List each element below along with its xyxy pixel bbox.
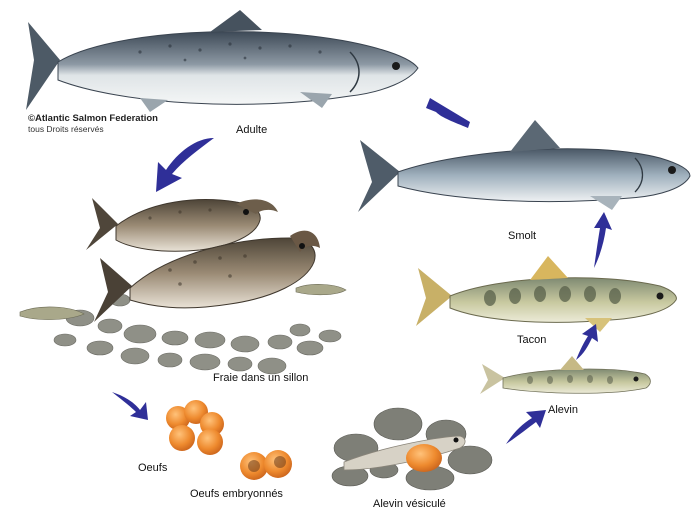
copyright-credit: ©Atlantic Salmon Federation tous Droits … — [28, 113, 158, 134]
cycle-arrow-icon-sacfry-to-fry — [506, 410, 546, 444]
adult-tail-icon — [26, 22, 60, 110]
cycle-arrow-icon-parr-to-smolt — [594, 212, 612, 268]
sac-fry-illustration — [332, 408, 492, 490]
spawning-gravel-illustration — [20, 198, 346, 374]
cycle-arrow-icon-adult-to-spawn — [156, 138, 214, 192]
credit-rights: tous Droits réservés — [28, 124, 158, 134]
parr-tail-icon — [416, 268, 452, 326]
label-fraie: Fraie dans un sillon — [213, 372, 308, 384]
eggs-illustration — [166, 400, 224, 455]
label-oeufs-embryonnes: Oeufs embryonnés — [190, 488, 283, 500]
cycle-arrow-icon-fry-to-parr — [576, 324, 598, 360]
smolt-illustration — [358, 120, 690, 212]
label-adulte: Adulte — [236, 124, 267, 136]
parr-illustration — [416, 256, 676, 332]
label-tacon: Tacon — [517, 334, 546, 346]
cycle-arrow-icon-spawn-to-eggs — [112, 392, 148, 420]
credit-organization: ©Atlantic Salmon Federation — [28, 113, 158, 124]
label-oeufs: Oeufs — [138, 462, 167, 474]
embryonated-eggs-illustration — [240, 450, 292, 480]
label-alevin: Alevin — [548, 404, 578, 416]
label-smolt: Smolt — [508, 230, 536, 242]
smolt-tail-icon — [358, 140, 400, 212]
cycle-arrow-icon-smolt-to-adult — [426, 98, 470, 128]
adult-salmon-illustration — [26, 10, 418, 112]
fry-illustration — [480, 356, 650, 394]
fry-tail-icon — [480, 364, 505, 394]
label-alevin-vesicule: Alevin vésiculé — [373, 498, 446, 510]
